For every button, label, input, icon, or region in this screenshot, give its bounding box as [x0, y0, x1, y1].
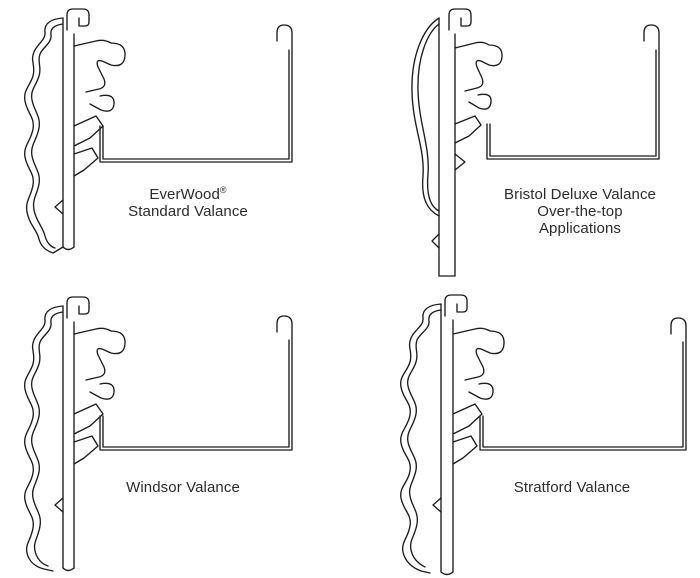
channel-inner-line [102, 339, 290, 448]
headrail-channel [99, 24, 293, 163]
top-hook [66, 8, 90, 31]
engagement-hook [73, 327, 126, 381]
everwood-standard-drawing [23, 8, 293, 254]
channel-inner-line [482, 341, 684, 448]
caption-line-1: Stratford Valance [513, 479, 631, 496]
wavy-face-inner [30, 311, 64, 567]
spine-bottom [62, 567, 75, 572]
caption-line-3: Applications [538, 220, 622, 237]
channel-inner-line [102, 49, 290, 160]
lower-notch [54, 497, 64, 513]
figure-bristol-deluxe: Bristol Deluxe Valance Over-the-top Appl… [393, 4, 693, 289]
channel-outer-line [479, 317, 687, 451]
headrail-channel [479, 317, 687, 451]
spine-notch [454, 153, 466, 171]
caption-line-1: Bristol Deluxe Valance [504, 186, 656, 203]
stratford-drawing [400, 294, 687, 576]
wavy-face-outer [23, 305, 64, 572]
figure-windsor: Windsor Valance [8, 288, 308, 577]
caption-line-2: Over-the-top [537, 203, 623, 220]
spine-bottom [440, 571, 454, 576]
caption-line-2: Standard Valance [128, 203, 248, 220]
engagement-hook-lower [89, 94, 115, 112]
headrail-channel [99, 315, 293, 451]
smooth-bulge-inner [417, 23, 440, 212]
wavy-face-inner [30, 23, 64, 249]
caption-text: EverWood [149, 186, 220, 203]
bristol-deluxe-drawing [411, 8, 660, 277]
lower-notch [431, 233, 440, 249]
caption-stratford: Stratford Valance [477, 479, 667, 496]
figure-everwood-standard: EverWood® Standard Valance [8, 4, 308, 279]
top-hook [444, 294, 468, 317]
channel-inner-line [489, 49, 657, 157]
mid-strut-lower [73, 147, 99, 177]
top-hook [66, 296, 90, 319]
figure-stratford: Stratford Valance [383, 292, 695, 578]
smooth-bulge-outer [411, 17, 440, 217]
registered-mark: ® [219, 185, 227, 195]
headrail-channel [486, 24, 660, 160]
mid-strut-upper [452, 403, 483, 435]
spine-bottom [62, 246, 75, 251]
engagement-hook-lower [468, 382, 494, 400]
wavy-face-inner [406, 309, 442, 568]
caption-everwood-standard: EverWood® Standard Valance [93, 185, 283, 221]
valance-clip-profile [400, 294, 505, 576]
channel-outer-line [99, 315, 293, 451]
channel-outer-line [486, 24, 660, 160]
lower-notch [54, 199, 64, 215]
lower-notch [432, 497, 442, 513]
caption-line-1: Windsor Valance [126, 479, 240, 496]
valance-clip-profile [23, 8, 126, 254]
valance-clip-profile [23, 296, 126, 572]
engagement-hook [73, 39, 126, 93]
mid-strut-upper [73, 115, 104, 147]
engagement-hook-lower [468, 93, 492, 110]
channel-outer-line [99, 24, 293, 163]
top-hook [448, 8, 472, 31]
valance-clip-profile [411, 8, 503, 277]
windsor-drawing [23, 296, 293, 572]
engagement-hook-lower [89, 382, 115, 400]
mid-strut-lower [452, 435, 478, 465]
caption-bristol-deluxe: Bristol Deluxe Valance Over-the-top Appl… [485, 186, 675, 237]
mid-strut-upper [73, 403, 104, 435]
engagement-hook [454, 41, 503, 92]
caption-line-1: EverWood® [93, 185, 283, 204]
engagement-hook [452, 327, 505, 381]
caption-windsor: Windsor Valance [88, 479, 278, 496]
mid-strut-upper [454, 115, 482, 144]
mid-strut-lower [73, 435, 99, 465]
wavy-face-outer [400, 303, 442, 574]
wavy-face-outer [23, 17, 64, 254]
